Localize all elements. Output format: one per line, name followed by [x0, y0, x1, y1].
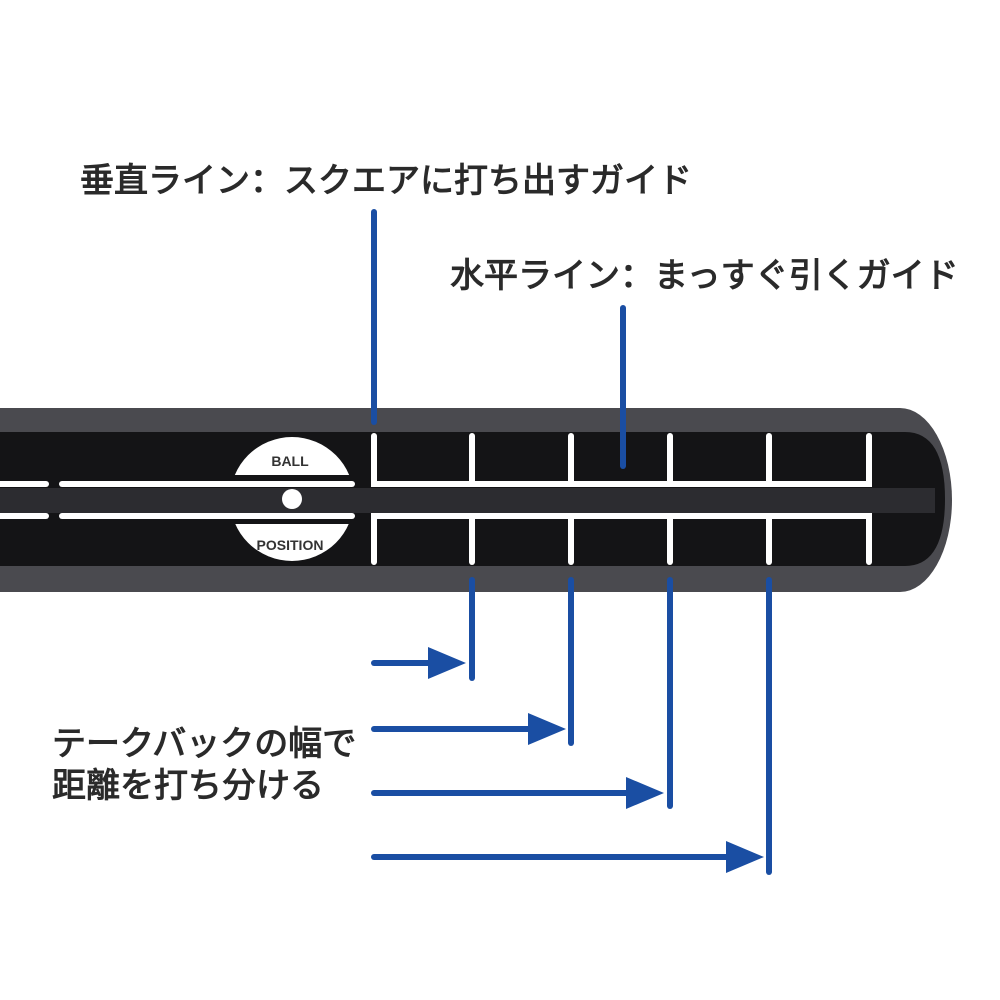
putting-rail	[0, 408, 952, 592]
rail-center-groove	[0, 488, 935, 513]
arrowheads	[428, 647, 764, 873]
takeback-caption-line1: テークバックの幅で	[52, 724, 356, 764]
white-guide-lines	[0, 433, 872, 565]
horizontal-line-caption: 水平ライン：まっすぐ引くガイド	[450, 256, 959, 296]
vertical-line-caption: 垂直ライン：スクエアに打ち出すガイド	[80, 161, 692, 201]
position-label: POSITION	[257, 537, 324, 553]
arrow-right-icon	[626, 777, 664, 809]
ball-position-dot	[282, 489, 302, 509]
horizontal-guide-upper	[371, 433, 872, 487]
callout-lines	[371, 209, 772, 875]
ball-label: BALL	[271, 453, 309, 469]
arrow-right-icon	[428, 647, 466, 679]
horizontal-guide-lower	[371, 513, 872, 565]
takeback-caption-line2: 距離を打ち分ける	[52, 766, 324, 806]
arrow-right-icon	[726, 841, 764, 873]
arrow-right-icon	[528, 713, 566, 745]
